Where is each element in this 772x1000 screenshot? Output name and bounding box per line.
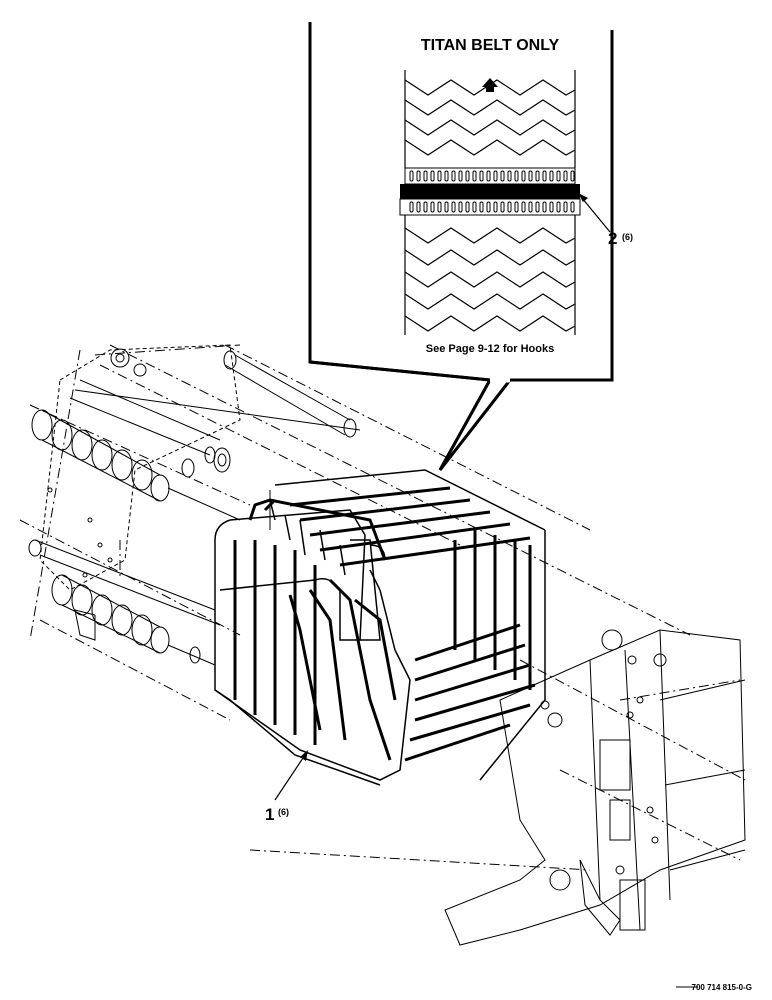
- titan-belt-upper: [404, 70, 576, 168]
- lower-cushion-roller: [51, 574, 216, 666]
- lace-tooth: [549, 201, 554, 213]
- lace-tooth: [437, 170, 442, 182]
- lace-tooth: [486, 170, 491, 182]
- lace-tooth: [409, 201, 414, 213]
- inset-note: See Page 9-12 for Hooks: [426, 343, 554, 355]
- inset-title: TITAN BELT ONLY: [421, 37, 560, 54]
- lace-tooth: [556, 201, 561, 213]
- lace-tooth: [570, 170, 575, 182]
- direction-arrow-icon: [482, 78, 498, 92]
- lace-tooth: [542, 201, 547, 213]
- lace-tooth: [563, 170, 568, 182]
- callout-1-qty: (6): [278, 807, 289, 817]
- lace-tooth: [423, 170, 428, 182]
- callout-2-qty: (6): [622, 232, 633, 242]
- upper-cushion-roller: [31, 409, 241, 521]
- lace-tooth: [479, 170, 484, 182]
- lace-tooth: [472, 201, 477, 213]
- callout-1-leader: [274, 754, 306, 801]
- belt-splice: [399, 167, 581, 216]
- lace-tooth: [500, 170, 505, 182]
- lace-tooth: [416, 170, 421, 182]
- lace-tooth: [472, 170, 477, 182]
- lace-tooth: [507, 170, 512, 182]
- lace-tooth: [444, 170, 449, 182]
- lace-tooth: [570, 201, 575, 213]
- lace-tooth: [507, 201, 512, 213]
- lace-tooth: [423, 201, 428, 213]
- lace-tooth: [458, 170, 463, 182]
- lace-tooth: [521, 201, 526, 213]
- lace-tooth: [500, 201, 505, 213]
- lace-tooth: [514, 201, 519, 213]
- titan-belt-lower: [404, 215, 576, 335]
- belts: [214, 469, 546, 786]
- lace-tooth: [563, 201, 568, 213]
- lace-tooth: [430, 201, 435, 213]
- lace-tooth: [535, 201, 540, 213]
- callout-2-number: 2: [608, 229, 617, 248]
- lace-tooth: [528, 170, 533, 182]
- lace-tooth: [556, 170, 561, 182]
- lace-tooth: [493, 201, 498, 213]
- lace-tooth: [535, 170, 540, 182]
- lace-tooth: [416, 201, 421, 213]
- inset-detail: TITAN BELT ONLY 2 (6) See Page 9-12 for …: [308, 22, 633, 471]
- lace-tooth: [444, 201, 449, 213]
- callout-2-leader: [581, 197, 611, 233]
- lace-tooth: [521, 170, 526, 182]
- lace-tooth: [451, 170, 456, 182]
- lace-tooth: [479, 201, 484, 213]
- lace-tooth: [549, 170, 554, 182]
- lace-tooth: [465, 170, 470, 182]
- lace-tooth: [493, 170, 498, 182]
- lace-tooth: [437, 201, 442, 213]
- lace-tooth: [430, 170, 435, 182]
- lace-tooth: [409, 170, 414, 182]
- callout-1-number: 1: [265, 805, 274, 824]
- lace-tooth: [528, 201, 533, 213]
- lace-tooth: [465, 201, 470, 213]
- lace-tooth: [486, 201, 491, 213]
- baler-frame: [19, 344, 746, 946]
- lace-tooth: [514, 170, 519, 182]
- lace-tooth: [451, 201, 456, 213]
- figure-id: 700 714 815-0-G: [692, 983, 753, 992]
- lace-tooth: [542, 170, 547, 182]
- lace-tooth: [458, 201, 463, 213]
